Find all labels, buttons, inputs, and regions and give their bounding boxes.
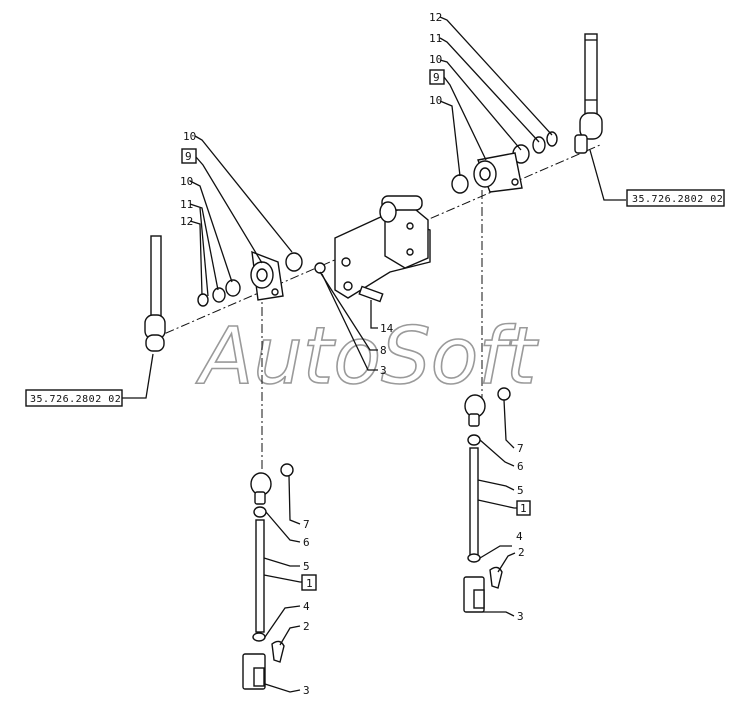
callout-label: 1 xyxy=(306,577,313,590)
callout-label: 7 xyxy=(303,518,310,531)
callout-box xyxy=(516,500,531,516)
callout-label: 14 xyxy=(380,322,394,335)
left-lower-linkage xyxy=(242,463,294,690)
reference-box-right: 35.726.2802 02 xyxy=(626,189,725,207)
leader-lines xyxy=(120,16,626,693)
callout-label: 12 xyxy=(180,215,193,228)
callout-label: 5 xyxy=(517,484,524,497)
reference-code: 35.726.2802 02 xyxy=(30,394,121,405)
callout-box xyxy=(181,148,197,164)
callout-label: 2 xyxy=(518,546,525,559)
right-lever xyxy=(473,152,523,193)
callout-label: 10 xyxy=(180,175,193,188)
callout-label: 10 xyxy=(183,130,196,143)
callout-label: 3 xyxy=(380,364,387,377)
callout-label: 4 xyxy=(303,600,310,613)
callout-label: 1 xyxy=(520,502,527,515)
callout-label: 8 xyxy=(380,344,387,357)
callout-label: 2 xyxy=(303,620,310,633)
left-washers xyxy=(197,252,303,307)
callout-box xyxy=(301,574,317,591)
reference-box-left: 35.726.2802 02 xyxy=(25,389,123,407)
callout-label: 6 xyxy=(303,536,310,549)
right-lower-linkage xyxy=(463,387,511,613)
callout-label: 4 xyxy=(516,530,523,543)
watermark: AutoSoft xyxy=(195,312,539,402)
callout-label: 11 xyxy=(180,198,193,211)
right-upper-ball-joint xyxy=(574,33,603,154)
left-lever xyxy=(250,250,284,301)
callout-label: 3 xyxy=(303,684,310,697)
callout-label: 10 xyxy=(429,53,442,66)
callout-label: 10 xyxy=(429,94,442,107)
callout-label: 3 xyxy=(517,610,524,623)
callout-box xyxy=(429,69,445,85)
callout-label: 9 xyxy=(185,150,192,163)
callout-label: 9 xyxy=(433,71,440,84)
callout-label: 7 xyxy=(517,442,524,455)
callout-label: 6 xyxy=(517,460,524,473)
callout-label: 5 xyxy=(303,560,310,573)
center-bracket xyxy=(314,195,431,303)
callout-label: 11 xyxy=(429,32,442,45)
callout-label: 12 xyxy=(429,11,442,24)
right-washers xyxy=(451,131,558,194)
reference-code: 35.726.2802 02 xyxy=(632,194,723,205)
left-upper-ball-joint xyxy=(144,235,166,352)
